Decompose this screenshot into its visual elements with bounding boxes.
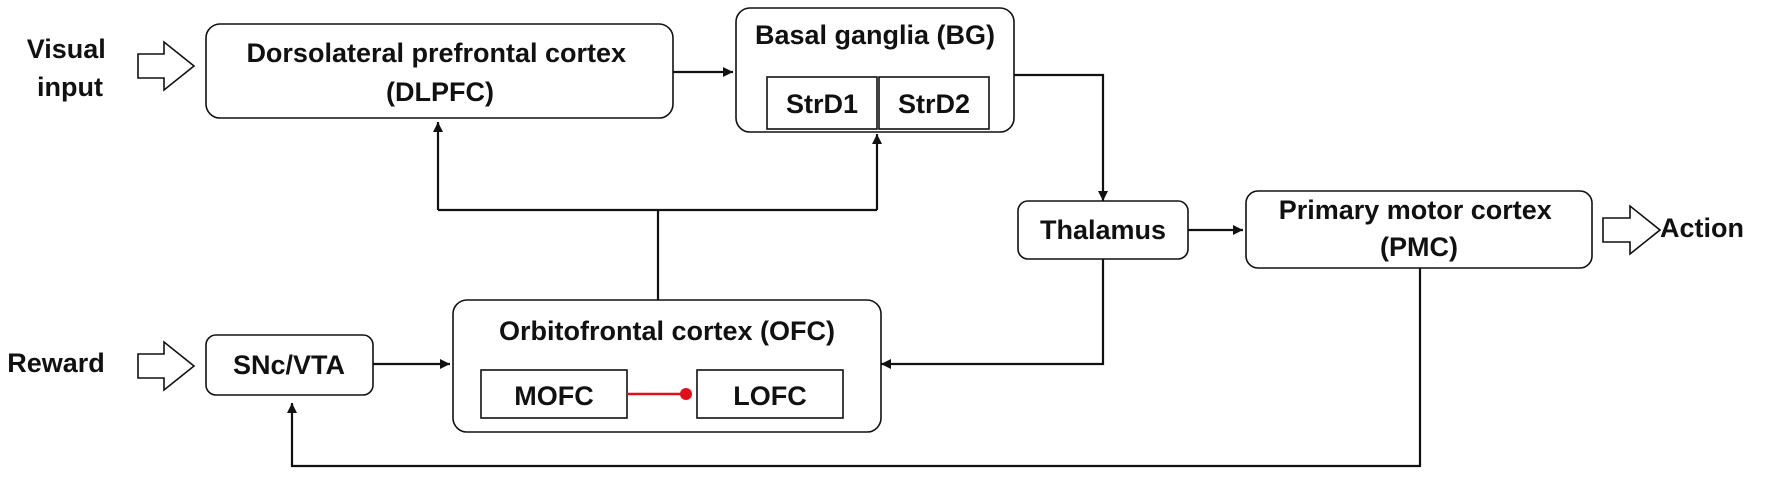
pmc-label: Primary motor cortex (PMC) bbox=[1279, 195, 1560, 262]
strd2-label: StrD2 bbox=[898, 89, 970, 119]
reward-arrow bbox=[137, 340, 196, 392]
mofc-to-lofc-inhibitory-terminal bbox=[680, 388, 692, 400]
strd1-box bbox=[766, 76, 878, 130]
pmc-node: Primary motor cortex (PMC) bbox=[1245, 190, 1593, 269]
mofc-box bbox=[480, 369, 628, 419]
thalamus-node: Thalamus bbox=[1017, 200, 1189, 260]
dlpfc-node: Dorsolateral prefrontal cortex (DLPFC) bbox=[205, 23, 674, 119]
ofc-label: Orbitofrontal cortex (OFC) bbox=[499, 316, 835, 346]
snc-vta-node: SNc/VTA bbox=[205, 334, 374, 396]
strd2-box bbox=[878, 76, 990, 130]
dlpfc-label: Dorsolateral prefrontal cortex (DLPFC) bbox=[246, 38, 633, 107]
strd1-label: StrD1 bbox=[786, 89, 858, 119]
mofc-label: MOFC bbox=[514, 381, 593, 411]
basal-ganglia-label: Basal ganglia (BG) bbox=[755, 20, 995, 50]
action-label: Action bbox=[1660, 213, 1744, 243]
action-arrow bbox=[1602, 204, 1662, 256]
thalamus-label: Thalamus bbox=[1040, 215, 1166, 245]
reward-label: Reward bbox=[7, 348, 105, 378]
ofc-node: Orbitofrontal cortex (OFC) MOFC LOFC bbox=[452, 299, 882, 433]
visual-input-arrow bbox=[137, 40, 196, 92]
visual-input-label: Visual input bbox=[27, 34, 114, 102]
basal-ganglia-node: Basal ganglia (BG) StrD1 StrD2 bbox=[735, 7, 1015, 133]
snc-vta-label: SNc/VTA bbox=[233, 350, 345, 380]
bg-to-thalamus-arrow bbox=[1014, 73, 1108, 201]
lofc-box bbox=[696, 369, 844, 419]
thalamus-to-ofc-arrow bbox=[881, 259, 1105, 369]
pmc-to-sncvta-feedback-arrow bbox=[287, 268, 1422, 468]
lofc-label: LOFC bbox=[733, 381, 807, 411]
